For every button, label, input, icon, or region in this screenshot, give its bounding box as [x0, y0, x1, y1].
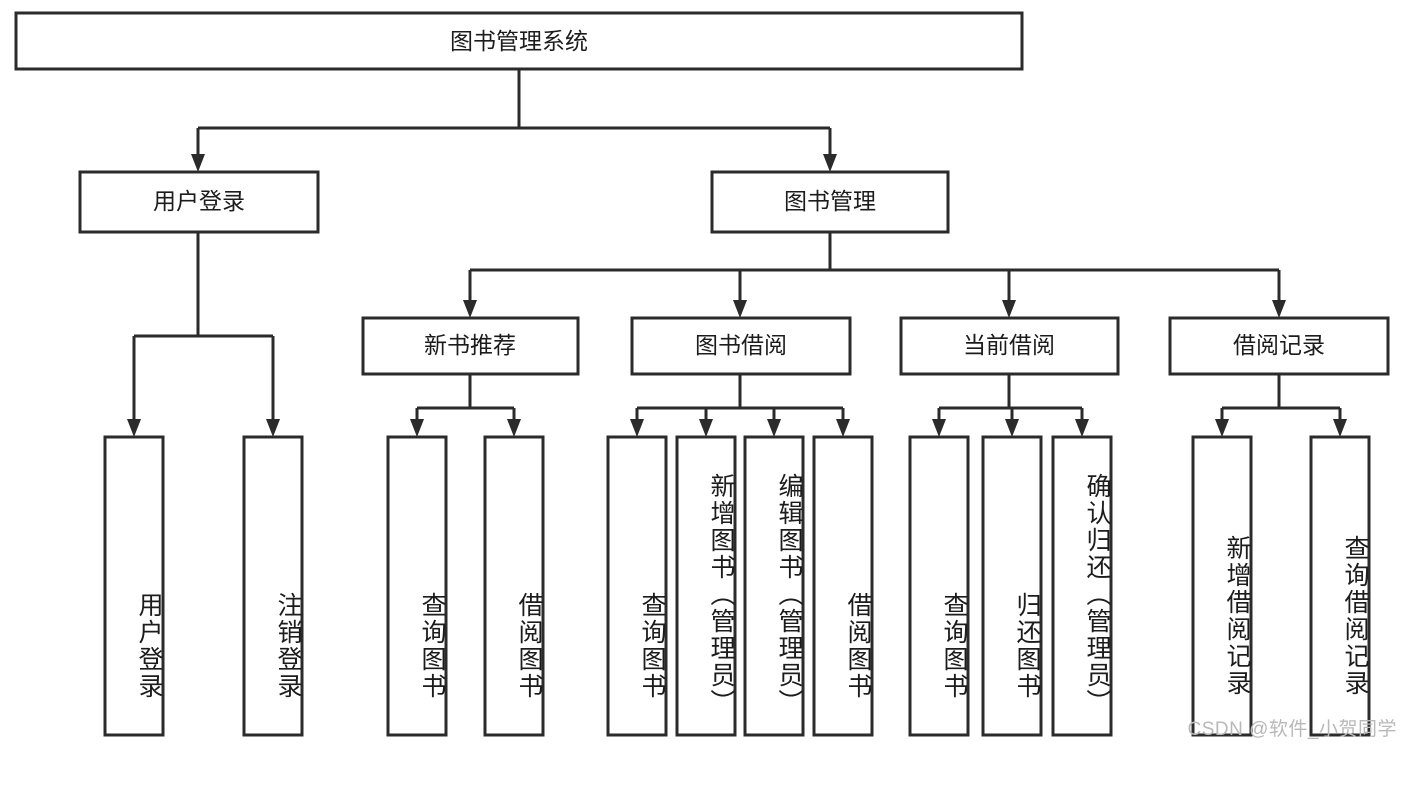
node-book-management-label: 图书管理: [784, 188, 876, 214]
arrowhead-leaf-logout-login: [266, 419, 280, 437]
connector-layer: [127, 69, 1347, 437]
node-leaf-logout-login-box[interactable]: [242, 435, 304, 737]
node-leaf-edit-book-box[interactable]: [743, 435, 805, 737]
leaf-boxes-layer: [103, 435, 1371, 737]
node-user-login-label: 用户登录: [153, 188, 245, 214]
node-user-login[interactable]: 用户登录: [78, 170, 320, 234]
node-book-borrow[interactable]: 图书借阅: [630, 316, 852, 376]
arrowhead-new-book-recommend: [463, 300, 477, 318]
node-leaf-add-book-box[interactable]: [675, 435, 737, 737]
node-user-login-box[interactable]: [78, 170, 320, 234]
arrowhead-leaf-confirm-return: [1075, 419, 1089, 437]
node-leaf-add-borrow-record-box[interactable]: [1191, 435, 1253, 737]
arrowhead-leaf-edit-book: [767, 419, 781, 437]
node-leaf-confirm-return-box[interactable]: [1051, 435, 1113, 737]
arrowhead-leaf-add-book: [699, 419, 713, 437]
node-leaf-query-book-current-box[interactable]: [908, 435, 970, 737]
csdn-watermark: CSDN @软件_小贺同学: [1187, 719, 1397, 740]
arrowhead-book-management: [823, 154, 837, 172]
arrowhead-leaf-add-borrow-record: [1215, 419, 1229, 437]
node-leaf-borrow-book-recommend-box[interactable]: [483, 435, 545, 737]
arrowhead-borrow-record: [1272, 300, 1286, 318]
node-book-management[interactable]: 图书管理: [710, 170, 950, 234]
diagram-canvas-root: 图书管理系统 用户登录 图书管理 新书推荐 图书借阅 当前借阅 借阅记录: [14, 11, 1397, 740]
node-root-label: 图书管理系统: [450, 28, 588, 54]
arrowhead-leaf-borrow-book: [836, 419, 850, 437]
arrowhead-user-login: [191, 154, 205, 172]
arrowhead-leaf-return-book: [1005, 419, 1019, 437]
node-borrow-record-box[interactable]: [1168, 316, 1390, 376]
arrowhead-current-borrow: [1002, 300, 1016, 318]
node-new-book-recommend[interactable]: 新书推荐: [361, 316, 580, 376]
node-leaf-borrow-book-box[interactable]: [812, 435, 874, 737]
hierarchy-diagram: 图书管理系统 用户登录 图书管理 新书推荐 图书借阅 当前借阅 借阅记录: [14, 11, 1390, 737]
node-new-book-recommend-label: 新书推荐: [424, 332, 516, 358]
arrowhead-book-borrow: [733, 300, 747, 318]
node-root-box[interactable]: [14, 11, 1024, 71]
node-leaf-query-book-recommend-box[interactable]: [386, 435, 448, 737]
arrowhead-leaf-query-book-recommend: [410, 419, 424, 437]
node-book-management-box[interactable]: [710, 170, 950, 234]
node-borrow-record-label: 借阅记录: [1233, 332, 1325, 358]
node-new-book-recommend-box[interactable]: [361, 316, 580, 376]
node-current-borrow-box[interactable]: [899, 316, 1120, 376]
node-current-borrow[interactable]: 当前借阅: [899, 316, 1120, 376]
node-root[interactable]: 图书管理系统: [14, 11, 1024, 71]
arrowhead-leaf-user-login: [127, 419, 141, 437]
arrowhead-leaf-query-borrow-record: [1333, 419, 1347, 437]
node-book-borrow-label: 图书借阅: [695, 332, 787, 358]
node-book-borrow-box[interactable]: [630, 316, 852, 376]
arrowhead-leaf-query-book-current: [932, 419, 946, 437]
arrowhead-leaf-query-book-borrow: [630, 419, 644, 437]
node-leaf-return-book-box[interactable]: [981, 435, 1043, 737]
node-leaf-user-login-box[interactable]: [103, 435, 165, 737]
arrowhead-leaf-borrow-book-recommend: [507, 419, 521, 437]
node-leaf-query-book-borrow-box[interactable]: [606, 435, 668, 737]
node-borrow-record[interactable]: 借阅记录: [1168, 316, 1390, 376]
node-leaf-query-borrow-record-box[interactable]: [1309, 435, 1371, 737]
node-current-borrow-label: 当前借阅: [963, 332, 1055, 358]
